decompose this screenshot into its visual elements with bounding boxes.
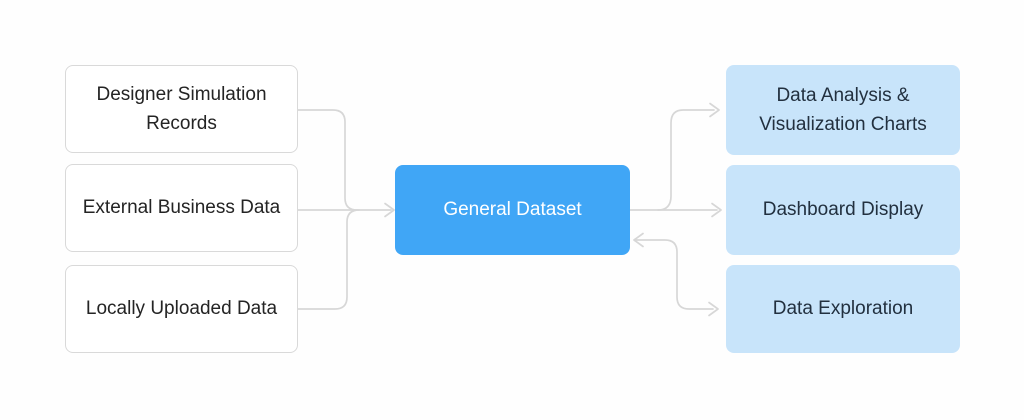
- edge-hub-to-data-analysis: [657, 109, 715, 211]
- edge-designer-simulation-to-hub: [297, 109, 358, 211]
- edge-hub-data-exploration-two-way: [634, 239, 714, 310]
- node-label: Data Exploration: [772, 298, 914, 320]
- node-label: External Business Data: [82, 197, 281, 219]
- node-label: Designer Simulation Records: [96, 83, 267, 134]
- node-designer-simulation-records: Designer Simulation Records: [65, 65, 298, 153]
- arrowhead-into-dashboard-display: [711, 202, 722, 218]
- node-locally-uploaded-data: Locally Uploaded Data: [65, 265, 298, 353]
- node-data-exploration: Data Exploration: [726, 265, 960, 353]
- arrowhead-into-hub-return: [633, 232, 644, 248]
- node-label: General Dataset: [443, 199, 582, 221]
- node-data-analysis-visualization-charts: Data Analysis & Visualization Charts: [726, 65, 960, 155]
- arrowhead-into-hub: [384, 202, 395, 218]
- node-general-dataset: General Dataset: [395, 165, 630, 255]
- node-external-business-data: External Business Data: [65, 164, 298, 252]
- edge-locally-uploaded-to-hub: [297, 209, 360, 310]
- node-label: Data Analysis & Visualization Charts: [759, 84, 927, 135]
- node-label: Dashboard Display: [762, 199, 924, 221]
- arrowhead-into-data-analysis: [709, 102, 720, 118]
- arrowhead-into-data-exploration: [708, 301, 719, 317]
- node-label: Locally Uploaded Data: [85, 298, 278, 320]
- node-dashboard-display: Dashboard Display: [726, 165, 960, 255]
